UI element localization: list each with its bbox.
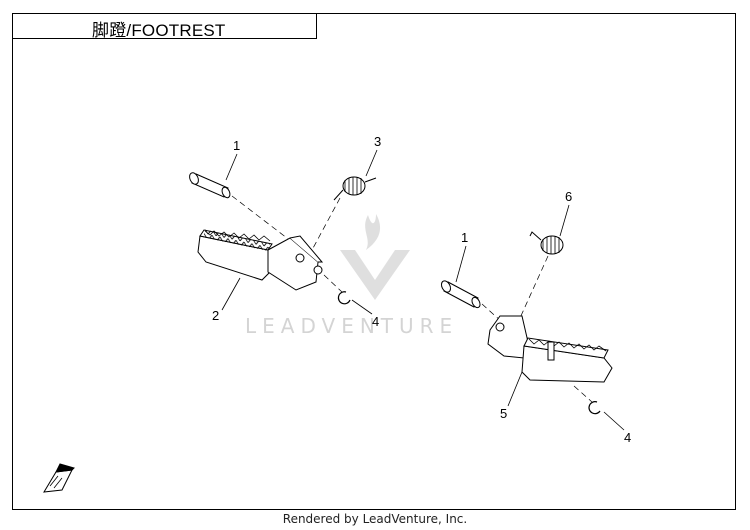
spring-left: [333, 176, 377, 201]
front-direction-icon: [43, 463, 75, 493]
clip-right: [588, 401, 601, 415]
footpeg-left: [197, 229, 324, 291]
pin-left: [189, 172, 231, 199]
callout-5: 5: [500, 371, 523, 421]
callout-1-right: 1: [455, 230, 468, 283]
title-box: 脚蹬/FOOTREST: [12, 13, 317, 40]
callout-label: 6: [565, 189, 572, 204]
callout-label: 4: [372, 314, 379, 329]
clip-left: [337, 291, 351, 305]
callout-4-right: 4: [603, 411, 631, 445]
callout-4-left: 4: [351, 299, 379, 329]
callout-label: 1: [461, 230, 468, 245]
render-credit: Rendered by LeadVenture, Inc.: [282, 512, 468, 526]
callout-label: 4: [624, 430, 631, 445]
callout-label: 1: [233, 138, 240, 153]
drawing-frame: [12, 13, 736, 510]
diagram-title: 脚蹬/FOOTREST: [92, 21, 226, 40]
spring-right: [529, 231, 564, 255]
callout-label: 2: [212, 308, 219, 323]
leadventure-watermark: LEADVENTURE: [245, 214, 458, 338]
callout-6: 6: [559, 189, 572, 237]
watermark-text: LEADVENTURE: [245, 314, 458, 338]
pin-right: [440, 280, 481, 309]
callout-3: 3: [365, 134, 381, 177]
callout-1-left: 1: [225, 138, 240, 181]
callout-label: 5: [500, 406, 507, 421]
callout-2: 2: [212, 277, 241, 323]
callout-label: 3: [374, 134, 381, 149]
footpeg-right: [487, 315, 613, 383]
